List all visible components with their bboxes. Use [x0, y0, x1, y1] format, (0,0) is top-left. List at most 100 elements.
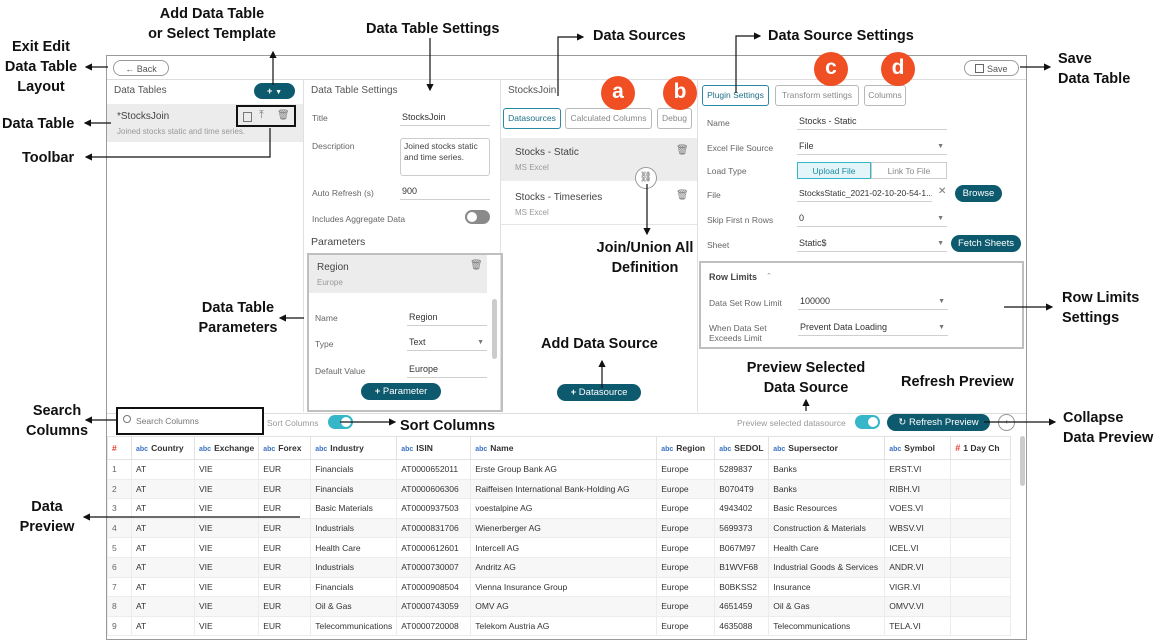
copy-icon[interactable]: [243, 112, 252, 122]
row-limits-box: Row Limits ˆ Data Set Row Limit 100000 ▼…: [699, 261, 1024, 349]
table-cell: [950, 615, 1012, 637]
param-default-input[interactable]: Europe: [407, 362, 487, 378]
browse-button[interactable]: Browse: [955, 185, 1002, 202]
table-scrollbar[interactable]: [1020, 436, 1025, 486]
join-union-button[interactable]: ⛓: [635, 167, 657, 189]
ds-name-input[interactable]: Stocks - Static: [797, 114, 947, 130]
table-cell: Basic Materials: [310, 498, 398, 519]
auto-refresh-input[interactable]: 900: [400, 184, 490, 200]
table-cell: Raiffeisen International Bank-Holding AG: [470, 478, 658, 500]
trash-icon[interactable]: 🗑: [470, 260, 483, 271]
table-cell: 4651459: [714, 596, 770, 617]
collapse-preview-button[interactable]: ‹: [998, 414, 1015, 431]
save-button[interactable]: Save: [964, 60, 1019, 76]
tab-columns[interactable]: Columns: [864, 85, 906, 106]
trash-icon[interactable]: 🗑: [676, 190, 689, 201]
data-table-settings-panel: Data Table Settings Title StocksJoin Des…: [304, 80, 503, 412]
table-cell: Erste Group Bank AG: [470, 459, 658, 480]
table-cell: 4635088: [714, 615, 770, 637]
table-cell: B0BKSS2: [714, 576, 770, 598]
add-parameter-button[interactable]: + Parameter: [361, 383, 441, 400]
table-cell: [950, 459, 1012, 480]
description-textarea[interactable]: Joined stocks static and time series.: [400, 138, 490, 176]
tab-plugin-settings[interactable]: Plugin Settings: [702, 85, 769, 106]
sort-columns-toggle[interactable]: [328, 415, 353, 429]
tab-transform-settings[interactable]: Transform settings: [775, 85, 859, 106]
search-columns-input[interactable]: [134, 413, 258, 429]
close-icon[interactable]: ✕: [938, 186, 947, 197]
datasource-item-timeseries[interactable]: Stocks - Timeseries MS Excel 🗑: [501, 184, 697, 224]
table-cell: VIE: [193, 478, 260, 500]
datasource-item-static[interactable]: Stocks - Static MS Excel 🗑: [501, 138, 697, 181]
tab-calculated-columns[interactable]: Calculated Columns: [565, 108, 652, 129]
table-cell: EUR: [258, 478, 312, 500]
file-source-select[interactable]: File ▼: [797, 139, 947, 155]
callout-source-settings: Data Source Settings: [768, 28, 914, 44]
param-name-input[interactable]: Region: [407, 310, 487, 326]
parameter-scrollbar[interactable]: [492, 299, 497, 359]
table-cell: AT: [131, 459, 195, 480]
text-type-icon: abc: [136, 446, 149, 453]
text-type-icon: abc: [401, 446, 414, 453]
preview-selected-toggle[interactable]: [855, 415, 880, 429]
exceeds-limit-label: When Data Set Exceeds Limit: [709, 323, 767, 343]
caret-down-icon: ▼: [937, 240, 944, 247]
tab-debug[interactable]: Debug: [657, 108, 692, 129]
skip-rows-select[interactable]: 0 ▼: [797, 211, 947, 227]
refresh-preview-button[interactable]: ↻ Refresh Preview: [887, 414, 990, 431]
add-table-button[interactable]: + ▼: [254, 83, 295, 99]
add-datasource-button[interactable]: + Datasource: [557, 384, 641, 401]
column-header[interactable]: #1 Day Ch: [950, 436, 1012, 460]
table-cell: AT: [131, 615, 195, 637]
title-input[interactable]: StocksJoin: [400, 110, 490, 126]
table-cell: EUR: [258, 498, 312, 519]
trash-icon[interactable]: 🗑: [676, 145, 689, 156]
fetch-sheets-button[interactable]: Fetch Sheets: [951, 235, 1021, 252]
callout-add-source: Add Data Source: [541, 336, 658, 352]
param-type-select[interactable]: Text ▼: [407, 335, 487, 351]
sheet-select[interactable]: Static$ ▼: [797, 236, 947, 252]
auto-refresh-label: Auto Refresh (s): [312, 188, 374, 198]
file-path-input[interactable]: StocksStatic_2021-02-10-20-54-1...: [797, 186, 932, 202]
aggregate-toggle[interactable]: [465, 210, 490, 224]
table-cell: 8: [107, 596, 132, 617]
upload-icon[interactable]: ⤒: [259, 109, 264, 121]
trash-icon[interactable]: 🗑: [277, 110, 290, 121]
row-limits-title[interactable]: Row Limits ˆ: [709, 272, 771, 282]
link-file-option[interactable]: Link To File: [871, 162, 947, 179]
column-header[interactable]: #: [107, 436, 132, 460]
row-limit-select[interactable]: 100000 ▼: [798, 294, 948, 310]
parameter-item[interactable]: Region Europe 🗑: [309, 255, 487, 293]
table-cell: AT0000937503: [396, 498, 472, 519]
caret-down-icon: ▼: [938, 298, 945, 305]
table-cell: AT: [131, 556, 195, 578]
table-cell: AT: [131, 498, 195, 519]
table-cell: AT0000720008: [396, 615, 472, 637]
back-button[interactable]: ← Back: [113, 60, 169, 76]
tab-datasources[interactable]: Datasources: [503, 108, 561, 129]
table-cell: voestalpine AG: [470, 498, 658, 519]
upload-file-option[interactable]: Upload File: [797, 162, 871, 179]
table-cell: Europe: [656, 576, 716, 598]
exceeds-limit-select[interactable]: Prevent Data Loading ▼: [798, 320, 948, 336]
